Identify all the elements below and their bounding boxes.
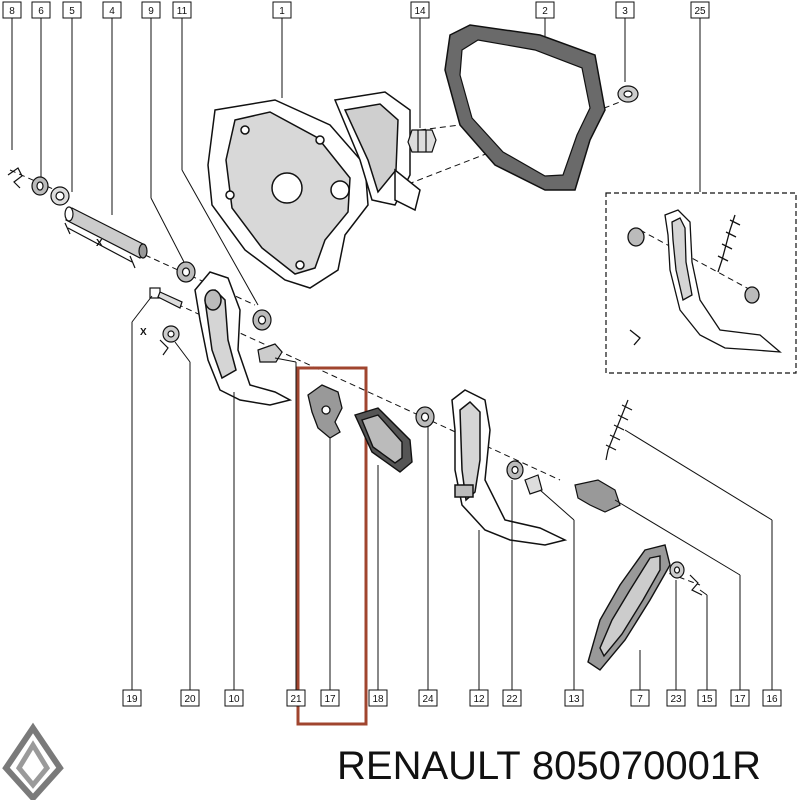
clip-part-21	[257, 343, 283, 363]
callout-22: 22	[506, 694, 518, 705]
callout-21: 21	[290, 694, 302, 705]
callout-4: 4	[109, 6, 115, 17]
accelerator-pedal-part-7	[587, 544, 671, 671]
brake-pedal-part-12	[451, 389, 568, 546]
callout-11: 11	[177, 6, 188, 17]
nut-part-20	[159, 325, 180, 356]
renault-diamond-logo	[2, 722, 64, 800]
bottom-leader-lines	[131, 295, 773, 690]
bolt-part-19	[149, 287, 183, 309]
switch-part-17-right	[574, 479, 621, 513]
clip-part-13	[524, 474, 543, 495]
rod-dimension-label: X	[96, 238, 103, 249]
callout-3: 3	[622, 6, 628, 17]
callout-8: 8	[9, 6, 15, 17]
callout-14: 14	[414, 6, 426, 17]
seal-gasket-part-2	[444, 24, 606, 191]
washer-part-9	[176, 261, 196, 283]
brand-part-number-line: RENAULT 805070001R	[337, 738, 797, 794]
part-number: 805070001R	[531, 744, 761, 788]
pedal-lever-part-10	[194, 271, 293, 406]
clip-part-14	[407, 129, 437, 153]
top-callouts: 8 6 5 4 9 11 1 14 2 3 25	[2, 1, 710, 19]
callout-5: 5	[69, 6, 75, 17]
left-small-parts	[7, 167, 148, 269]
callout-7: 7	[637, 694, 643, 705]
switch-part-17	[307, 384, 343, 439]
callout-17-right: 17	[734, 694, 746, 705]
callout-17: 17	[324, 694, 336, 705]
pedal-pad-part-18	[354, 407, 413, 473]
callout-12: 12	[473, 694, 485, 705]
washer-part-22	[506, 460, 524, 480]
callout-10: 10	[228, 694, 240, 705]
callout-19: 19	[126, 694, 138, 705]
spring-part-16	[605, 399, 633, 461]
callout-25: 25	[694, 6, 706, 17]
callout-6: 6	[38, 6, 44, 17]
callout-24: 24	[422, 694, 434, 705]
highlight-box	[296, 366, 368, 726]
brand-name: RENAULT	[337, 744, 521, 788]
callout-2: 2	[542, 6, 548, 17]
washer-part-23	[669, 561, 685, 579]
bushing-part-11	[252, 309, 272, 331]
callout-16: 16	[766, 694, 778, 705]
callout-20: 20	[184, 694, 196, 705]
callout-1: 1	[279, 6, 285, 17]
callout-23: 23	[670, 694, 682, 705]
clip-part-15	[689, 574, 703, 596]
pedal-bracket-part-1	[207, 91, 421, 289]
detail-inset-part-25	[605, 192, 797, 374]
callout-15: 15	[701, 694, 713, 705]
bushing-part-24	[415, 406, 435, 428]
top-leader-lines	[11, 18, 701, 306]
nut-part-3	[617, 85, 639, 103]
callout-18: 18	[372, 694, 384, 705]
callout-9: 9	[148, 6, 154, 17]
inset-pedal-drawing	[627, 209, 782, 353]
callout-13: 13	[568, 694, 580, 705]
bolt-dimension-label: X	[140, 327, 147, 338]
bottom-callouts: 19 20 10 21 17 18 24 12 22 13 7 23 15 17…	[122, 689, 782, 707]
